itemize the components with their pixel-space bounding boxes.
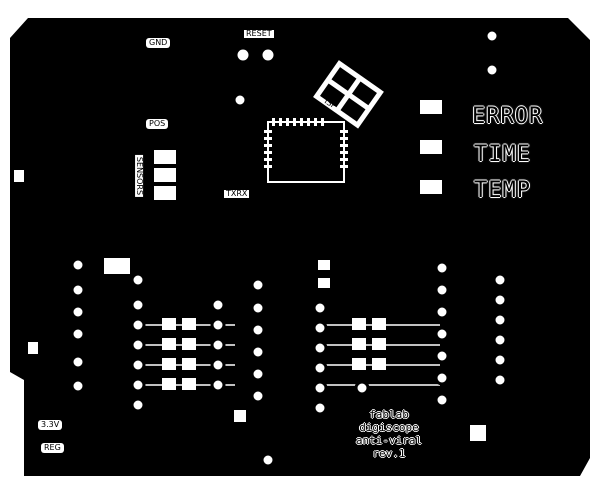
- board-credits: fablab digiscope anti-viral rev.1: [352, 408, 426, 460]
- gnd-label: GND: [146, 38, 171, 48]
- isp-connector: [313, 60, 384, 129]
- time-indicator-label: TIME: [474, 142, 531, 167]
- credit-line-4: rev.1: [372, 447, 406, 460]
- credit-line-2: digiscope: [359, 421, 419, 434]
- pos-label: POS: [146, 119, 169, 129]
- smd-pads: [14, 100, 486, 441]
- reset-label: RESET: [244, 29, 274, 38]
- traces: [11, 19, 583, 473]
- error-indicator-label: ERROR: [472, 104, 544, 129]
- pads: [70, 28, 508, 468]
- credit-line-1: fablab: [369, 408, 409, 421]
- sensors-label: SENSORS: [135, 154, 145, 198]
- reg-voltage-label: 3.3V: [38, 420, 63, 430]
- mcu-footprint: [264, 118, 348, 183]
- temp-indicator-label: TEMP: [474, 178, 531, 203]
- credit-line-3: anti-viral: [355, 434, 423, 447]
- reg-label: REG: [41, 443, 64, 453]
- txrx-label: TXRX: [224, 189, 250, 198]
